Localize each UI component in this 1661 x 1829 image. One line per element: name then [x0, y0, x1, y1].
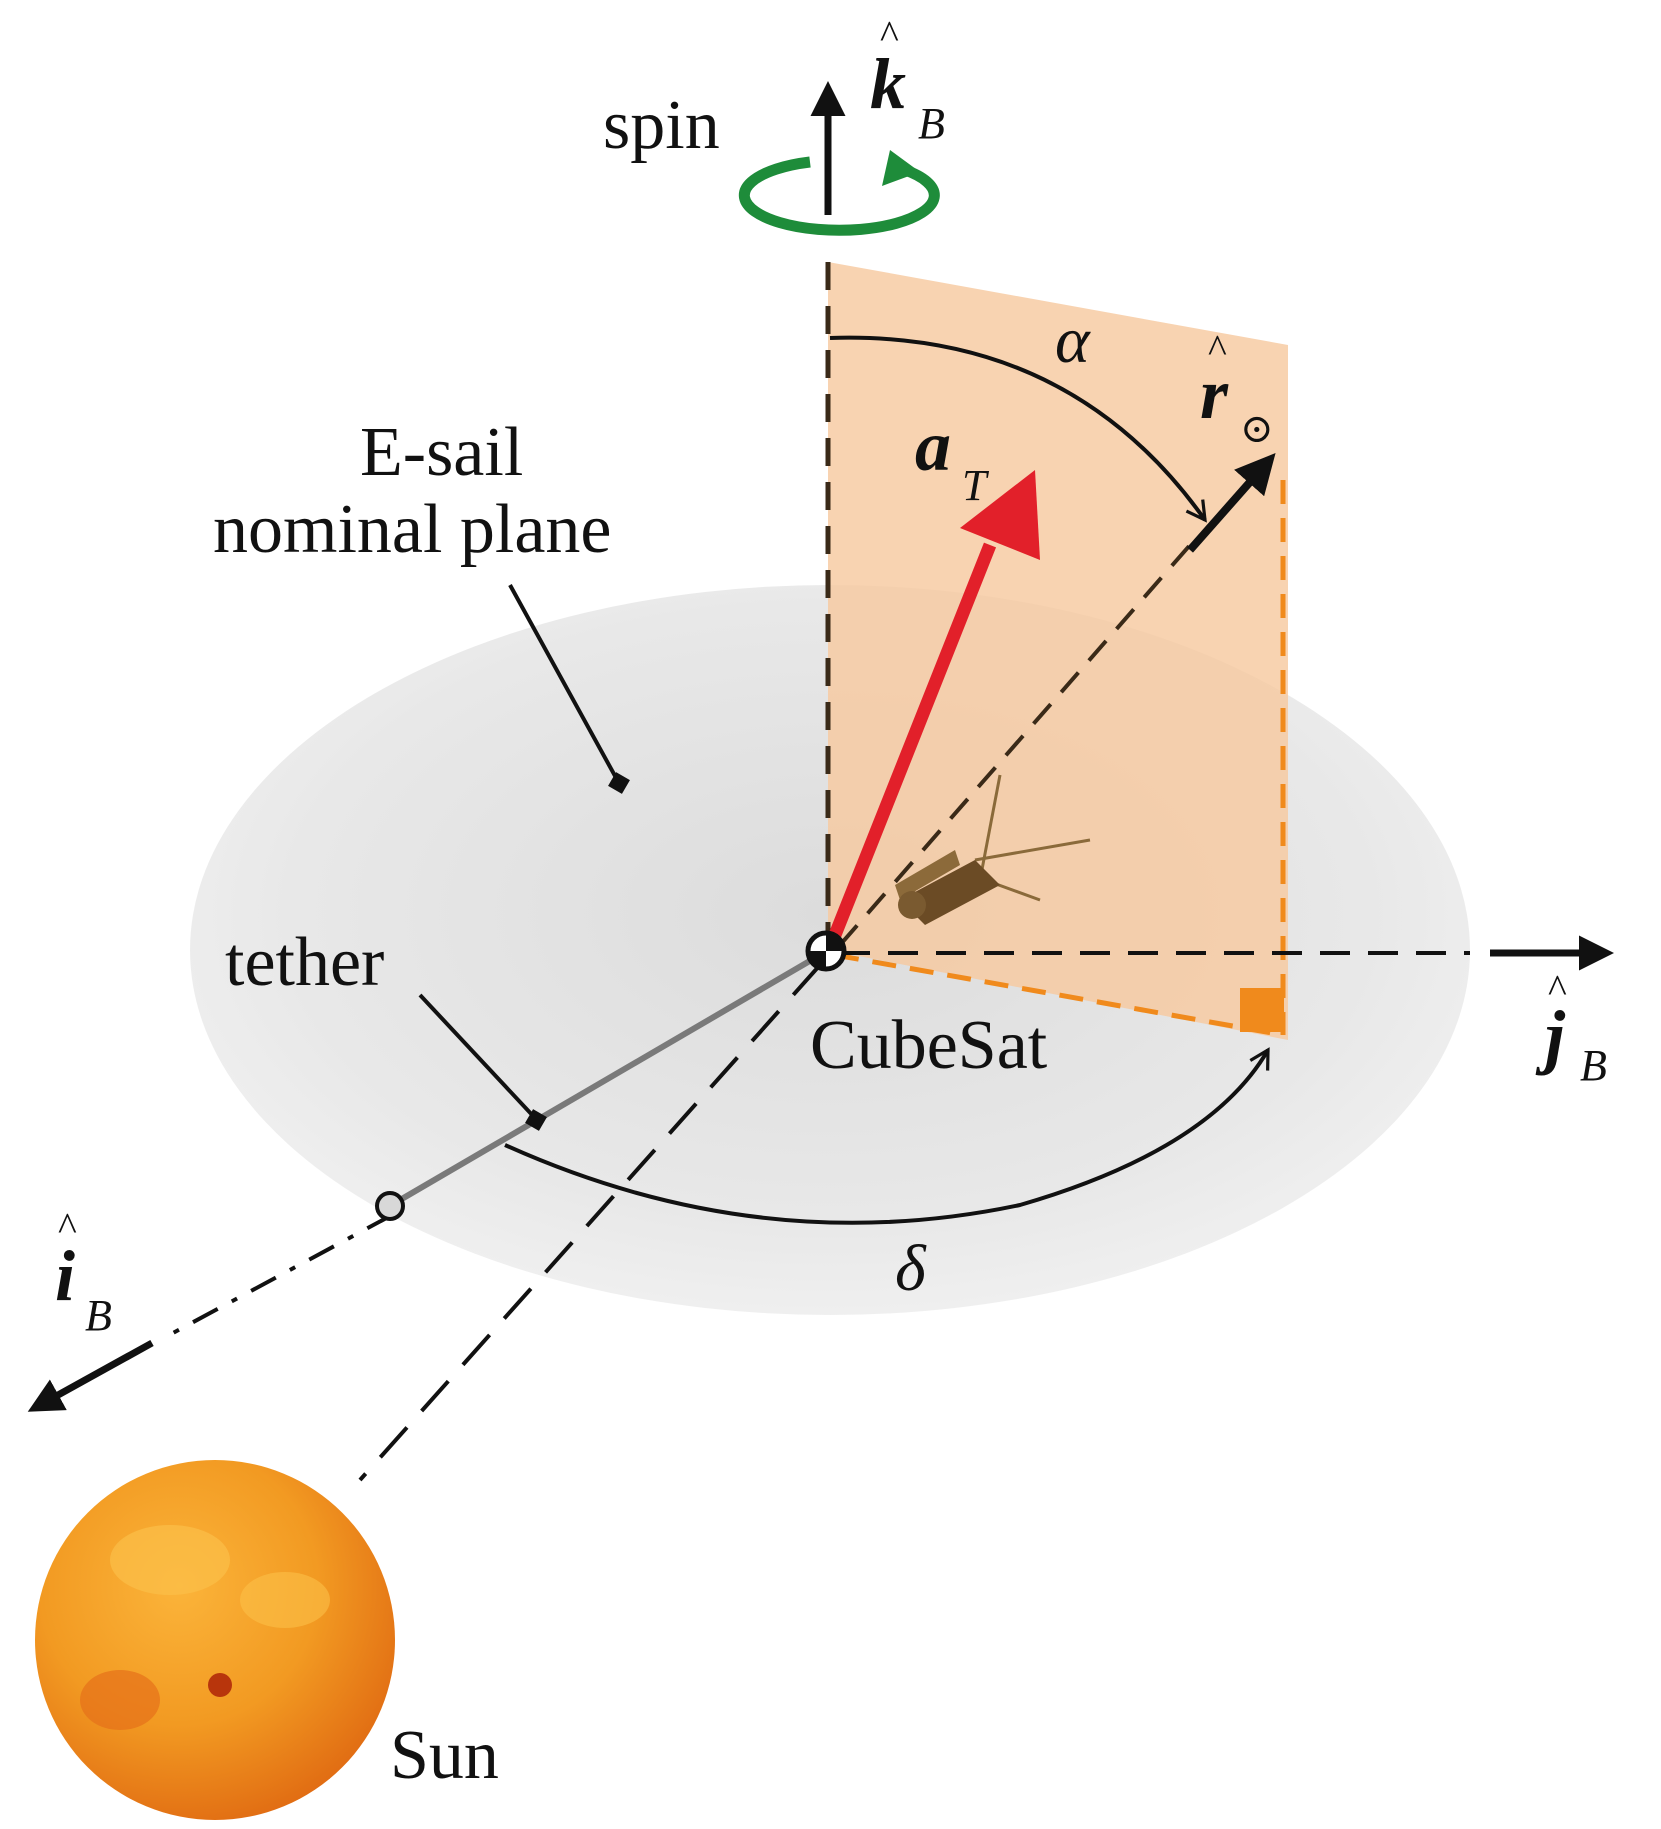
i-axis-label: i ^ B	[55, 1204, 112, 1340]
delta-arc	[504, 1047, 1270, 1225]
j-axis-label: j ^ B	[1535, 966, 1607, 1090]
sun-line-dashed	[358, 963, 822, 1482]
r-direction-dashed	[838, 543, 1192, 947]
delta-label: δ	[895, 1232, 927, 1305]
tether-end-mass	[375, 1191, 405, 1221]
sail-plane-label-line2: nominal plane	[213, 491, 612, 568]
sail-plane-leader	[508, 584, 622, 786]
svg-text:a: a	[915, 406, 951, 486]
cubesat-label: CubeSat	[810, 1007, 1048, 1084]
spin-arrow	[738, 156, 940, 236]
svg-text:B: B	[1580, 1041, 1607, 1090]
svg-text:^: ^	[880, 12, 899, 57]
tether-leader	[418, 993, 537, 1120]
thrust-vector-label: a T	[915, 406, 990, 510]
svg-text:B: B	[918, 99, 945, 148]
r-vector	[1187, 453, 1276, 553]
svg-text:r: r	[1200, 354, 1229, 434]
svg-text:T: T	[962, 461, 990, 510]
right-angle-marker	[1240, 988, 1284, 1032]
spin-label: spin	[603, 87, 720, 164]
tether-label: tether	[225, 924, 384, 1001]
svg-text:^: ^	[1548, 966, 1567, 1011]
alpha-arc	[829, 335, 1207, 523]
sun-label: Sun	[390, 1717, 499, 1794]
sun-sphere	[35, 1460, 395, 1820]
alpha-label: α	[1055, 304, 1091, 377]
thrust-vector	[828, 542, 997, 938]
svg-text:^: ^	[1208, 326, 1227, 371]
sail-plane-leader-tip	[608, 772, 630, 794]
svg-text:B: B	[85, 1291, 112, 1340]
svg-text:k: k	[870, 44, 906, 124]
i-axis-dashed	[159, 1213, 393, 1342]
svg-text:^: ^	[58, 1204, 77, 1249]
thrust-vector-head	[960, 470, 1040, 560]
sun-spot	[208, 1673, 232, 1697]
i-axis	[27, 1339, 154, 1412]
tether-line	[398, 952, 822, 1203]
sail-plane-label-line1: E-sail	[360, 414, 523, 491]
k-axis-label: k ^ B	[870, 12, 945, 148]
cubesat-body	[895, 774, 1091, 925]
svg-text:i: i	[55, 1236, 75, 1316]
tether-leader-tip	[525, 1109, 547, 1131]
cubesat-origin-marker	[805, 930, 847, 972]
svg-text:⊙: ⊙	[1240, 406, 1274, 451]
spin-arrow-head	[882, 150, 920, 186]
sun-plane	[828, 262, 1288, 1040]
r-sun-label: r ^ ⊙	[1200, 326, 1274, 451]
